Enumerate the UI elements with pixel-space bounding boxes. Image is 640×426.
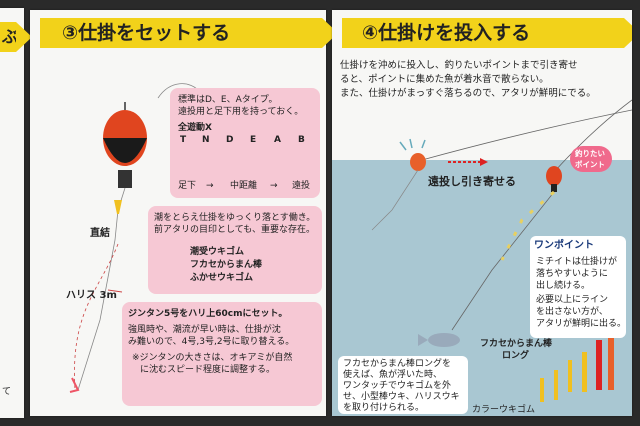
previous-panel-fragment: ぶ て	[0, 8, 32, 418]
step4-banner: ④仕掛けを投入する	[342, 18, 632, 48]
main-float-bottom	[103, 138, 147, 163]
float-brand: 全遊動X	[178, 123, 212, 133]
tide-item-2: フカセからまん棒	[190, 260, 263, 270]
type-e: E	[250, 135, 257, 145]
long-info-line3: ワンタッチでウキゴムを外	[343, 381, 452, 391]
previous-banner-fragment: ぶ	[0, 22, 32, 52]
scale-arrow1: →	[206, 181, 214, 191]
karaman-long-label1: フカセからまん棒	[480, 339, 553, 349]
one-point-line5: を出さない方が、	[536, 307, 608, 317]
step3-banner: ③仕掛をセットする	[40, 18, 338, 48]
splash-icon	[399, 138, 426, 151]
tide-item-1: 潮受ウキゴム	[190, 247, 245, 257]
type-b: B	[298, 135, 305, 145]
type-d: D	[226, 135, 234, 145]
target-point-text1: 釣りたい	[575, 149, 605, 158]
step4-title: ④仕掛けを投入する	[362, 22, 531, 44]
float-info-line2: 遠投用と足下用を持っておく。	[178, 107, 304, 117]
main-float-stem	[118, 170, 132, 188]
one-point-line1: ミチイトは仕掛けが	[536, 257, 618, 267]
sinker-info-box: ジンタン5号をハリ上60cmにセット。 強風時や、潮流が早い時は、仕掛が沈 み難…	[122, 302, 322, 406]
step4-intro-line3: また、仕掛けがまっすぐ落ちるので、アタリが鮮明にでる。	[340, 88, 596, 99]
cast-float-icon	[410, 153, 426, 171]
color-rubber-label: カラーウキゴム	[472, 405, 536, 415]
type-n: N	[202, 135, 210, 145]
one-point-title: ワンポイント	[534, 240, 594, 251]
one-point-line4: 必要以上にライン	[536, 295, 609, 305]
scale-far: 遠投	[292, 181, 311, 191]
harisu-curve	[74, 243, 119, 391]
scale-mid: 中距離	[230, 181, 258, 191]
fish-icon	[428, 333, 460, 347]
target-point-badge: 釣りたい ポイント	[570, 146, 612, 172]
previous-text-fragment: て	[2, 387, 12, 397]
scale-arrow2: →	[270, 181, 278, 191]
sinker-line2: 強風時や、潮流が早い時は、仕掛が沈	[128, 325, 281, 335]
sinker-line4: ※ジンタンの大きさは、オキアミが自然	[132, 353, 293, 363]
target-float-icon	[546, 166, 562, 186]
previous-banner-text: ぶ	[2, 27, 19, 46]
one-point-box: ワンポイント ミチイトは仕掛けが 落ちやすいように 出し続ける。 必要以上にライ…	[530, 236, 626, 338]
color-float-set	[540, 336, 614, 402]
long-info-line4: せ、小型棒ウキ、ハリスウキ	[343, 392, 460, 402]
hook-icon	[69, 377, 80, 393]
long-info-line2: 使えば、魚が浮いた時、	[343, 370, 443, 380]
float-info-line1: 標準はD、E、Aタイプ。	[178, 95, 278, 105]
rubber-trail	[500, 190, 555, 261]
step4-intro-line2: ると、ポイントに集めた魚が着水音で散らない。	[340, 74, 549, 85]
sinker-line1: ジンタン5号をハリ上60cmにセット。	[128, 309, 288, 319]
sinker-line5: に沈むスピード程度に調整する。	[140, 365, 276, 375]
step3-title: ③仕掛をセットする	[62, 22, 231, 44]
step4-intro-line1: 仕掛けを沖めに投入し、釣りたいポイントまで引き寄せ	[340, 60, 578, 71]
sinker-line3: み難いので、4号,3号,2号に取り替える。	[128, 337, 295, 347]
long-info-box: フカセからまん棒ロングを 使えば、魚が浮いた時、 ワンタッチでウキゴムを外 せ、…	[338, 356, 468, 414]
cast-line	[421, 109, 632, 161]
tide-info-line1: 潮をとらえ仕掛をゆっくり落とす働き。	[154, 213, 316, 223]
tide-info-box: 潮をとらえ仕掛をゆっくり落とす働き。 前アタリの目印としても、重要な存在。 潮受…	[148, 206, 322, 294]
target-point-text2: ポイント	[575, 160, 605, 169]
step4-illustration	[371, 99, 632, 402]
float-info-box: 標準はD、E、Aタイプ。 遠投用と足下用を持っておく。 全遊動X T N D E…	[170, 88, 320, 198]
karaman-long-label2: ロング	[502, 351, 530, 361]
main-line-down	[77, 187, 126, 391]
one-point-line3: 出し続ける。	[536, 281, 591, 291]
chokketsu-label: 直結	[90, 228, 110, 239]
harisu-label: ハリス 3m	[66, 290, 117, 301]
rod-line	[553, 99, 632, 173]
long-info-line1: フカセからまん棒ロングを	[343, 359, 452, 369]
one-point-line6: アタリが鮮明に出る。	[536, 319, 627, 329]
tide-info-line2: 前アタリの目印としても、重要な存在。	[154, 225, 316, 235]
scale-near: 足下	[178, 181, 197, 191]
tide-item-3: ふかせウキゴム	[190, 273, 254, 283]
initial-line	[371, 169, 419, 231]
type-t: T	[180, 135, 187, 145]
step3-panel: ③仕掛をセットする 標準はD、E、Aタイプ。	[30, 10, 338, 416]
sinker-pointer	[107, 289, 123, 293]
one-point-line2: 落ちやすいように	[536, 269, 608, 279]
step4-panel: ④仕掛けを投入する 仕掛けを沖めに投入し、釣りたいポイントまで引き寄せ ると、ポ…	[332, 10, 632, 416]
pull-arrow-head	[480, 158, 488, 166]
sink-line	[451, 191, 555, 331]
swivel-rubber	[114, 200, 122, 214]
long-info-line5: を取り付けられる。	[343, 403, 425, 413]
type-a: A	[274, 135, 281, 145]
cast-pull-label: 遠投し引き寄せる	[428, 175, 516, 188]
